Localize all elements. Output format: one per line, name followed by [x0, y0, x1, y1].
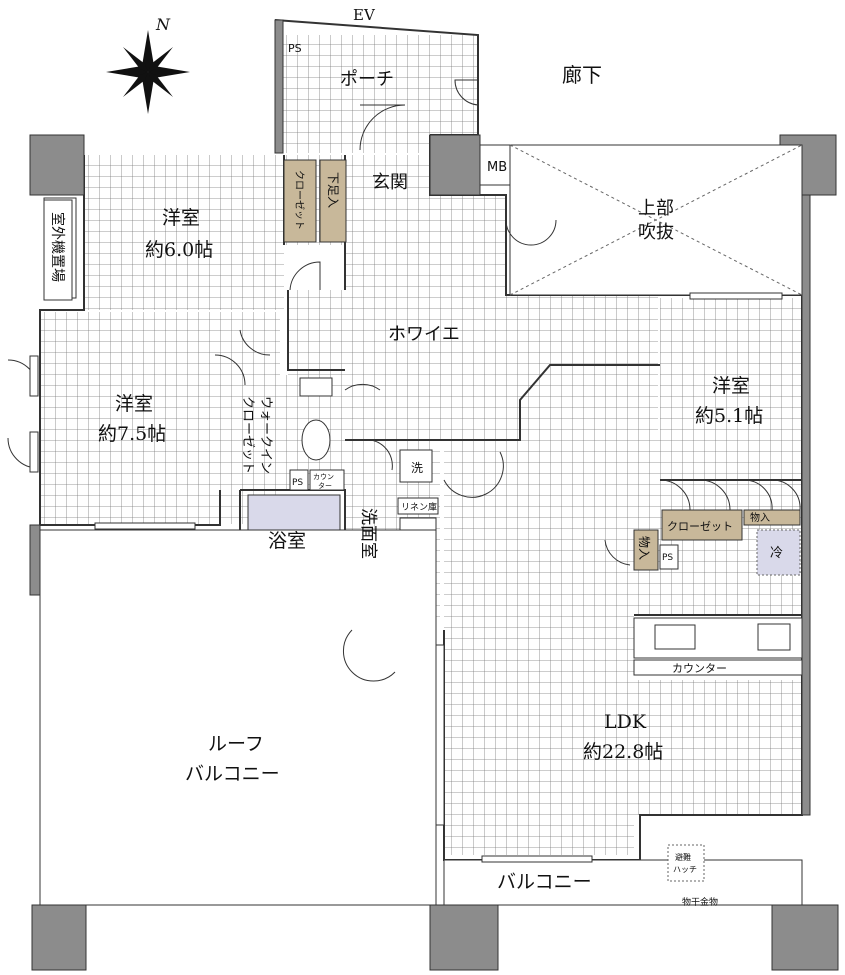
linen-box [397, 497, 439, 515]
outdoor-unit-label: 室外機置場 [49, 212, 66, 282]
balcony-label: バルコニー [497, 871, 592, 893]
washing-machine-box [399, 449, 433, 483]
mb-label: MB [487, 160, 507, 175]
column-nw [29, 134, 85, 196]
toilet-ps-label: PS [292, 478, 303, 488]
balcony-area [443, 859, 803, 906]
room-w-name: 洋室 [115, 393, 153, 415]
foyer-label: ホワイエ [388, 324, 460, 345]
room-w-size: 約7.5帖 [98, 423, 166, 445]
kitchen-sink [654, 624, 696, 650]
walkin-label-1: ウォークイン [258, 396, 273, 474]
hatch-box [667, 844, 705, 882]
void-label-1: 上部 [638, 198, 674, 219]
wall-w-lower [29, 524, 41, 596]
kitchen-ps-label: PS [662, 553, 673, 563]
shoebox [319, 159, 347, 243]
kitchen-ps-box [659, 544, 679, 570]
compass-rose [106, 30, 190, 114]
ps-top-label: PS [288, 42, 302, 55]
toilet-counter-label-1: カウン [313, 473, 334, 481]
column-sw [31, 904, 87, 971]
entrance-label: 玄関 [372, 172, 408, 193]
ldk-floor-right [634, 680, 802, 815]
fridge-label: 冷 [770, 546, 783, 561]
drying-hardware-label: 物干金物 [682, 896, 718, 908]
porch-floor [283, 35, 478, 153]
closet-e-label: クローゼット [667, 520, 733, 533]
wall-porch-left [274, 19, 284, 154]
ldk-size: 約22.8帖 [583, 741, 663, 763]
room-e-size: 約5.1帖 [695, 405, 763, 427]
roof-balcony-area [39, 529, 437, 906]
room-nw-size: 約6.0帖 [145, 239, 213, 261]
toilet-counter-label-2: ター [318, 481, 332, 490]
toilet-tank [299, 377, 333, 397]
counter-label: カウンター [672, 662, 727, 675]
columns [29, 19, 839, 971]
ldk-floor-upper [444, 440, 802, 615]
toilet-ps-box [289, 469, 309, 491]
porch-label: ポーチ [340, 69, 394, 90]
room-e-name: 洋室 [712, 375, 750, 397]
closet-e-box [661, 509, 743, 541]
floor-tiles [40, 35, 802, 855]
void-area [509, 144, 803, 296]
storage-v-label: 物入 [637, 536, 651, 560]
bath-label: 浴室 [268, 530, 306, 552]
washroom-label: 洗面室 [358, 508, 378, 559]
fridge-box [756, 529, 801, 576]
wall-e-strip [801, 194, 811, 816]
ldk-name: LDK [604, 711, 647, 733]
walkin-label-2: クローゼット [240, 396, 255, 474]
void-label-2: 吹抜 [638, 222, 674, 243]
column-se [771, 904, 839, 971]
genkan-floor [346, 195, 506, 295]
ldk-floor [444, 615, 634, 855]
ev-label: EV [353, 6, 376, 24]
room-nw-name: 洋室 [162, 207, 200, 229]
room-nw-floor [84, 155, 284, 310]
walkin-floor [222, 375, 290, 490]
roof-balcony-label-2: バルコニー [185, 763, 280, 785]
closet-nw [283, 159, 317, 243]
column-s [429, 904, 499, 971]
storage-v-box [633, 529, 659, 571]
serving-counter [633, 659, 803, 676]
wash-machine-label: 洗 [411, 461, 423, 475]
cooktop [757, 623, 791, 651]
hatch-label-1: 避難 [675, 852, 691, 862]
hatch-label-2: ハッチ [673, 865, 697, 874]
closet-nw-label: クローゼット [293, 170, 305, 230]
corridor-label: 廊下 [562, 63, 602, 87]
entrance-floor [346, 155, 430, 195]
roof-balcony-label-1: ルーフ [208, 733, 264, 755]
storage-small-label: 物入 [750, 511, 770, 524]
outdoor-unit-box [43, 199, 73, 301]
doors [7, 79, 801, 682]
toilet-counter-box [309, 469, 345, 491]
closets [283, 159, 801, 571]
column-mb [429, 134, 481, 196]
north-label: N [155, 15, 171, 34]
toilet-bowl [301, 419, 331, 461]
shoebox-label: 下足入 [326, 172, 340, 208]
linen-label: リネン庫 [401, 501, 437, 513]
